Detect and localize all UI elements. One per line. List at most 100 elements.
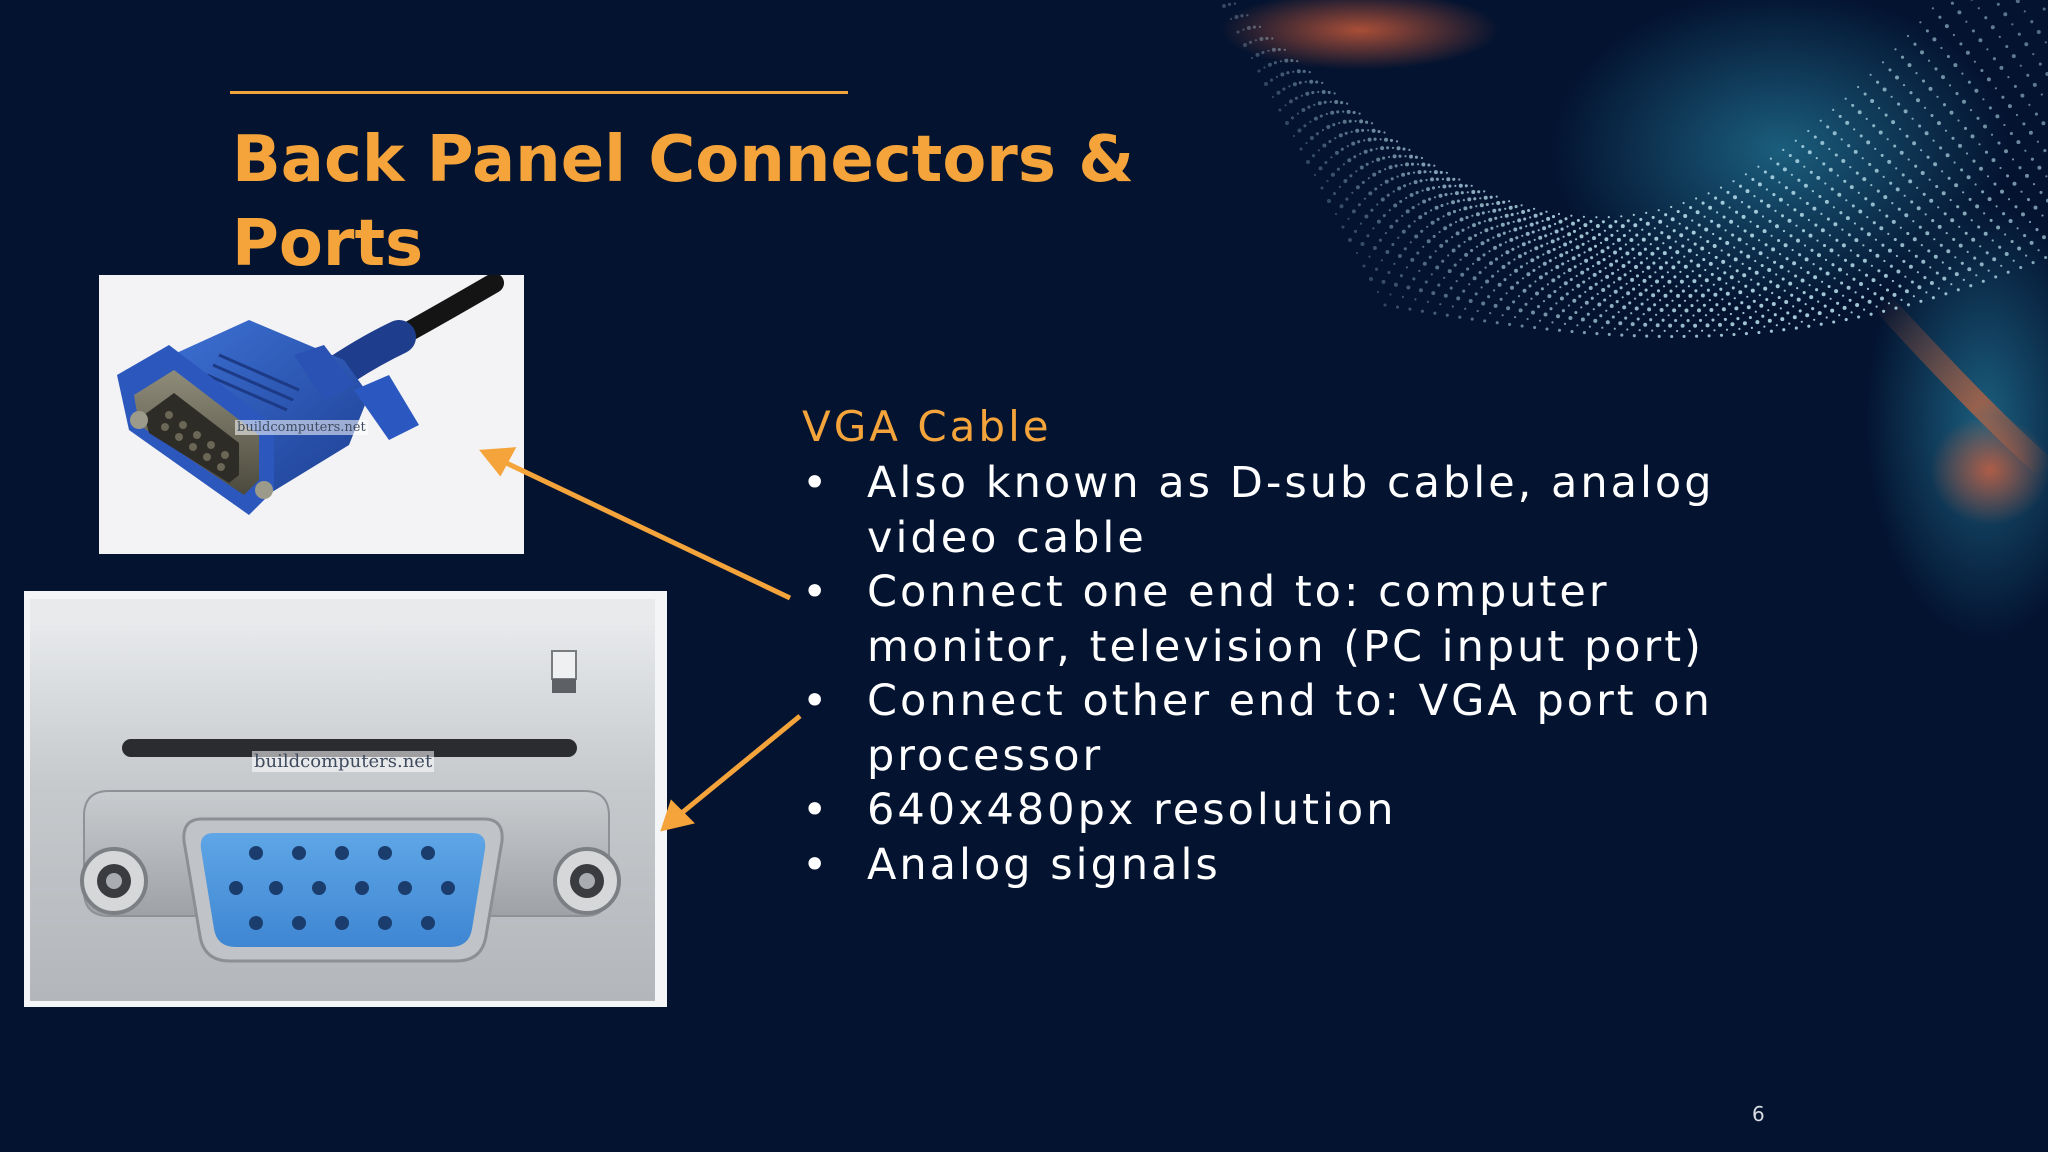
background-dot <box>1445 313 1449 317</box>
background-dot <box>1254 39 1257 42</box>
background-dot <box>1370 208 1374 212</box>
background-dot <box>1643 322 1648 327</box>
background-dot <box>1725 328 1729 331</box>
background-dot <box>1537 229 1540 232</box>
background-dot <box>1593 244 1598 248</box>
background-dot <box>1872 124 1876 128</box>
background-dot <box>1526 317 1529 321</box>
background-dot <box>1348 119 1352 123</box>
background-dot <box>1393 282 1398 287</box>
background-dot <box>1604 267 1607 270</box>
background-dot <box>1870 99 1875 103</box>
background-dot <box>1885 288 1890 292</box>
background-dot <box>1520 204 1523 207</box>
background-dot <box>1588 277 1591 280</box>
background-dot <box>1449 286 1453 290</box>
background-dot <box>1876 189 1880 193</box>
background-dot <box>2018 166 2022 170</box>
background-dot <box>1591 228 1594 231</box>
background-dot <box>1475 212 1480 217</box>
background-dot <box>1616 237 1621 242</box>
background-dot <box>1484 228 1489 233</box>
background-dot <box>1895 75 1899 80</box>
background-dot <box>1886 138 1889 141</box>
background-dot <box>1679 233 1684 238</box>
background-dot <box>1405 209 1410 214</box>
background-dot <box>1282 87 1286 91</box>
background-dot <box>1650 251 1655 256</box>
background-dot <box>1601 220 1605 224</box>
background-dot <box>1546 242 1549 245</box>
background-dot <box>1538 235 1543 240</box>
background-dot <box>1966 250 1969 253</box>
background-dot <box>1896 269 1901 274</box>
background-dot <box>1346 109 1351 114</box>
background-dot <box>1339 204 1344 209</box>
background-dot <box>1376 157 1381 162</box>
background-dot <box>1360 242 1365 246</box>
background-dot <box>1353 155 1357 159</box>
background-dot <box>1625 251 1630 256</box>
background-dot <box>1846 285 1851 290</box>
background-dot <box>1888 68 1892 72</box>
background-dot <box>1917 285 1922 290</box>
background-dot <box>1451 236 1454 239</box>
background-dot <box>1817 300 1820 303</box>
background-dot <box>1748 266 1752 270</box>
background-dot <box>1804 303 1807 306</box>
background-dot <box>1962 278 1965 281</box>
background-dot <box>1882 309 1886 313</box>
background-dot <box>1983 231 1988 236</box>
vga-port-photo: buildcomputers.net <box>24 591 667 1007</box>
background-dot <box>1498 208 1502 212</box>
background-dot <box>1311 154 1316 158</box>
background-dot <box>1789 234 1793 238</box>
background-dot <box>1866 216 1869 219</box>
background-dot <box>1392 154 1397 159</box>
background-dot <box>1388 155 1391 159</box>
background-dot <box>1613 281 1616 284</box>
background-dot <box>1711 318 1715 322</box>
background-dot <box>1919 299 1923 303</box>
background-dot <box>1708 261 1713 266</box>
background-dot <box>1536 255 1540 259</box>
background-dot <box>1551 321 1554 324</box>
background-dot <box>1882 87 1887 92</box>
background-dot <box>1816 239 1819 242</box>
background-dot <box>1836 174 1839 177</box>
background-dot <box>1584 258 1589 263</box>
background-dot <box>1728 206 1731 209</box>
background-dot <box>1756 224 1760 228</box>
background-dot <box>1853 128 1856 131</box>
background-dot <box>1736 317 1740 321</box>
slide-number: 6 <box>1752 1102 1765 1126</box>
background-dot <box>1563 272 1566 275</box>
background-dot <box>1959 42 1963 46</box>
background-dot <box>1417 203 1420 206</box>
background-dot <box>1788 322 1791 325</box>
background-dot <box>1779 253 1782 256</box>
background-dot <box>1842 305 1847 310</box>
background-dot <box>1695 210 1700 215</box>
background-dot <box>1716 267 1719 270</box>
background-dot <box>1700 246 1705 251</box>
background-dot <box>1559 296 1564 301</box>
background-dot <box>1687 248 1692 253</box>
background-dot <box>1796 287 1799 290</box>
background-dot <box>1777 238 1781 243</box>
background-dot <box>1960 168 1964 172</box>
background-dot <box>1542 253 1545 256</box>
background-dot <box>1784 186 1788 190</box>
background-dot <box>1942 103 1947 107</box>
title-rule <box>230 91 848 94</box>
background-dot <box>1351 209 1356 214</box>
background-dot <box>1735 210 1739 214</box>
background-dot <box>1296 69 1301 74</box>
background-dot <box>1829 248 1834 253</box>
background-dot <box>1404 155 1407 158</box>
background-dot <box>1858 209 1863 214</box>
background-dot <box>1838 314 1841 317</box>
background-dot <box>1967 80 1971 84</box>
background-dot <box>1442 215 1445 218</box>
background-dot <box>1588 247 1593 252</box>
